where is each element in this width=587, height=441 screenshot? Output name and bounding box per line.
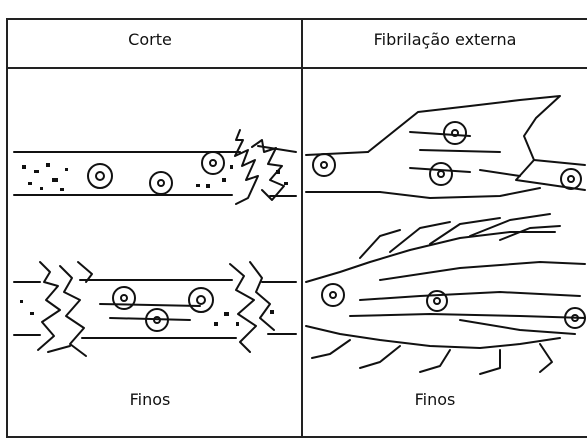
fibrillated-fiber-bottom xyxy=(306,214,585,374)
cut-fiber-top xyxy=(14,130,296,204)
cut-fiber-bottom xyxy=(14,262,296,356)
fibrillated-fiber-top xyxy=(306,96,585,198)
